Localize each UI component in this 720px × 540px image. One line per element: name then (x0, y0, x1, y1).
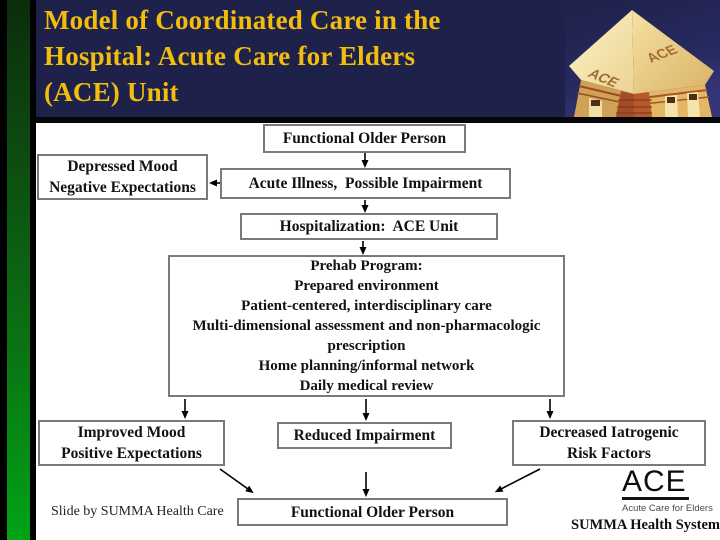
node-label: Improved Mood (77, 424, 186, 441)
node-label: prescription (327, 338, 406, 354)
node-functional-older-person-bottom: Functional Older Person (237, 498, 508, 526)
node-prehab-program: Prehab Program: Prepared environment Pat… (168, 255, 565, 397)
node-label: Acute Illness, Possible Impairment (248, 175, 483, 192)
node-label: Multi-dimensional assessment and non-pha… (192, 318, 541, 334)
slide-title-line-1: Model of Coordinated Care in the (44, 5, 441, 35)
node-improved-mood: Improved Mood Positive Expectations (38, 420, 225, 466)
node-label: Depressed Mood (67, 158, 178, 175)
node-label: Prehab Program: (310, 258, 423, 274)
slide-title: Model of Coordinated Care in the Hospita… (44, 2, 564, 110)
slide-header: Model of Coordinated Care in the Hospita… (36, 0, 720, 123)
ace-logo-tagline: Acute Care for Elders (622, 503, 713, 514)
left-accent-bar (0, 0, 36, 540)
node-label: Patient-centered, interdisciplinary care (241, 298, 492, 314)
arrow-improved-to-functional (219, 468, 254, 494)
node-label: Decreased Iatrogenic (539, 424, 679, 441)
node-label: Prepared environment (294, 278, 439, 294)
node-label: Home planning/informal network (258, 358, 475, 374)
node-label: Functional Older Person (282, 130, 447, 147)
tower-cap-left-face (569, 10, 634, 94)
tower-corner-bricks-right (634, 92, 652, 117)
node-depressed-mood: Depressed Mood Negative Expectations (37, 154, 208, 200)
slide-credit: Slide by SUMMA Health Care (51, 504, 224, 519)
node-label: Functional Older Person (290, 503, 455, 521)
node-label: Negative Expectations (49, 179, 196, 196)
organization-name: SUMMA Health System (571, 517, 720, 533)
node-label: Reduced Impairment (293, 427, 436, 444)
ace-logo-acronym: ACE (622, 465, 689, 500)
node-label: Risk Factors (567, 445, 651, 462)
left-accent-bar-gradient (7, 0, 30, 540)
node-acute-illness: Acute Illness, Possible Impairment (220, 168, 511, 199)
node-label: Positive Expectations (61, 445, 202, 462)
node-label: Hospitalization: ACE Unit (279, 218, 459, 235)
node-functional-older-person-top: Functional Older Person (263, 124, 466, 153)
tower-corner-bricks-left (616, 91, 634, 117)
ace-logo: ACE Acute Care for Elders (622, 465, 713, 514)
flowchart-arrows (181, 153, 554, 497)
node-decreased-iatrogenic: Decreased Iatrogenic Risk Factors (512, 420, 706, 466)
tower-cap-right-face (632, 10, 714, 94)
node-reduced-impairment: Reduced Impairment (277, 422, 452, 449)
arrow-decreased-to-functional (494, 468, 541, 493)
slide-title-line-3: (ACE) Unit (44, 77, 179, 107)
node-label: Daily medical review (299, 378, 434, 394)
node-hospitalization-ace-unit: Hospitalization: ACE Unit (240, 213, 498, 240)
slide-title-line-2: Hospital: Acute Care for Elders (44, 41, 416, 71)
ace-building-photo: ACE ACE (565, 0, 720, 117)
